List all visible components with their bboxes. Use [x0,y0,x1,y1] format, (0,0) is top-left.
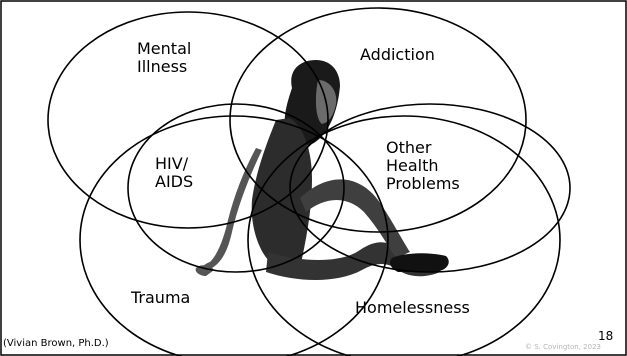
copyright-notice: © S. Covington, 2023 [525,343,601,351]
woman-figure [195,60,449,280]
circle-hiv-aids [127,103,345,273]
circle-mental-illness [47,11,329,229]
circle-trauma [79,115,389,356]
slide-number: 18 [598,329,614,343]
citation: (Vivian Brown, Ph.D.) [3,338,109,349]
label-trauma: Trauma [131,288,191,307]
label-other-health-problems: Other Health Problems [386,138,460,193]
circle-homelessness [247,115,561,356]
label-homelessness: Homelessness [355,298,470,317]
label-mental-illness: Mental Illness [137,39,192,76]
label-hiv-aids: HIV/ AIDS [155,154,194,191]
circle-addiction [229,7,527,233]
circle-other-health-problems [289,103,571,273]
label-addiction: Addiction [360,45,435,64]
